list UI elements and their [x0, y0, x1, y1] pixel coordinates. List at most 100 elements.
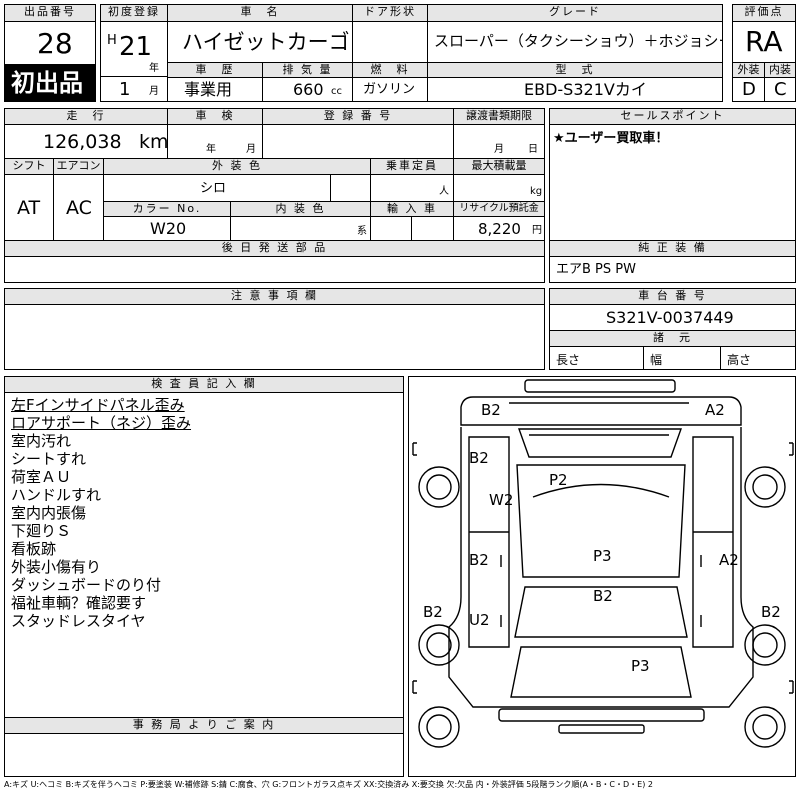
recycle-value: 8,220 [478, 220, 521, 238]
length-label: 長さ [556, 353, 581, 367]
score-label: 評価点 [732, 4, 796, 22]
inspector-note: 看板跡 [11, 540, 57, 558]
history-cell: 事業用 [167, 77, 263, 102]
color-cell: シロ [103, 174, 331, 202]
interior-color-unit: 系 [357, 226, 367, 237]
first-listing-text: 初出品 [11, 69, 83, 97]
door-type-cell [352, 21, 428, 63]
grade-label: グレード [427, 4, 723, 22]
displacement-label: 排 気 量 [262, 62, 353, 78]
transfer-cell: 月 日 [453, 124, 545, 159]
inspection-month-unit: 月 [246, 144, 256, 155]
lot-number-cell: 28 [4, 21, 96, 65]
exterior-grade-label: 外装 [732, 62, 765, 78]
office-cell [4, 733, 404, 777]
interior-color-cell: 系 [230, 216, 371, 241]
inspector-note: 荷室ＡＵ [11, 468, 72, 486]
inspector-note: スタッドレスタイヤ [11, 612, 146, 630]
later-parts-cell [4, 256, 545, 283]
car-name-label: 車 名 [167, 4, 353, 22]
interior-grade: C [774, 79, 787, 100]
height-cell: 高さ [720, 346, 796, 370]
damage-diagram: B2 A2 B2 P2 W2 B2 P3 A2 B2 B2 U2 B2 P3 [408, 376, 796, 777]
chassis-label: 車 台 番 号 [549, 288, 796, 305]
sales-point-text: ★ユーザー買取車！ [553, 131, 669, 146]
car-name: ハイゼットカーゴ [182, 30, 350, 54]
displacement-unit: cc [331, 86, 342, 97]
score-cell: RA [732, 21, 796, 63]
door-type-label: ドア形状 [352, 4, 428, 22]
color-extra-cell [330, 174, 371, 202]
inspector-note: ロアサポート（ネジ）歪み [11, 414, 192, 432]
shift-label: シフト [4, 158, 54, 175]
mileage-label: 走 行 [4, 108, 168, 125]
color-label: 外 装 色 [103, 158, 371, 175]
damage-left-door: B2 [469, 551, 489, 569]
import-cell-b [411, 216, 454, 241]
car-name-cell: ハイゼットカーゴ [167, 21, 353, 63]
inspection-cell: 年 月 [167, 124, 263, 159]
interior-grade-cell: C [764, 77, 796, 102]
office-label: 事 務 局 よ り ご 案 内 [4, 717, 404, 734]
ac-label: エアコン [53, 158, 104, 175]
registration-month-unit: 月 [149, 86, 159, 97]
first-listing-badge: 初出品 [4, 64, 96, 102]
exterior-grade: D [742, 79, 756, 100]
length-cell: 長さ [549, 346, 644, 370]
inspector-note: 左Fインサイドパネル歪み [11, 396, 185, 414]
fuel-value: ガソリン [363, 82, 416, 97]
equipment-text: エアB PS PW [556, 262, 636, 277]
inspection-label: 車 検 [167, 108, 263, 125]
car-outline-diagram [412, 379, 794, 748]
color-value: シロ [200, 181, 227, 196]
damage-right-door: A2 [719, 551, 739, 569]
caution-cell [4, 304, 545, 370]
import-cell-a [370, 216, 412, 241]
width-label: 幅 [650, 353, 663, 367]
sales-point-label: セールスポイント [549, 108, 796, 125]
damage-front-left: B2 [481, 401, 501, 419]
load-label: 最大積載量 [453, 158, 545, 175]
fuel-label: 燃 料 [352, 62, 428, 78]
interior-grade-label: 内装 [764, 62, 796, 78]
inspector-note: 下廻りＳ [11, 522, 72, 540]
history-value: 事業用 [184, 80, 233, 99]
load-unit: kg [530, 186, 543, 197]
exterior-grade-cell: D [732, 77, 765, 102]
plate-label: 登 録 番 号 [262, 108, 454, 125]
model-label: 型 式 [427, 62, 723, 78]
capacity-cell: 人 [370, 174, 454, 202]
displacement-value: 660 [293, 80, 324, 99]
transfer-month-unit: 月 [494, 144, 504, 155]
registration-year-unit: 年 [149, 63, 159, 74]
shift-cell: AT [4, 174, 54, 241]
recycle-label: リサイクル預託金 [453, 201, 545, 217]
inspector-note: シートすれ [11, 450, 87, 468]
color-no-label: カラー No. [103, 201, 231, 217]
transfer-label: 譲渡書類期限 [453, 108, 545, 125]
grade-cell: スローパー（タクシーショウ）＋ホジョシート [427, 21, 723, 63]
color-no-cell: W20 [103, 216, 231, 241]
inspector-note: 外装小傷有り [11, 558, 102, 576]
shift-value: AT [17, 197, 41, 219]
inspection-year-unit: 年 [206, 144, 216, 155]
damage-right-rear: B2 [761, 603, 781, 621]
dimensions-label: 諸 元 [549, 330, 796, 347]
equipment-cell: エアB PS PW [549, 256, 796, 283]
inspector-note: 室内内張傷 [11, 504, 87, 522]
mileage-cell: 126,038 km [4, 124, 168, 159]
damage-left-front-door: B2 [469, 449, 489, 467]
ac-value: AC [66, 197, 92, 219]
mileage-unit: km [139, 131, 168, 153]
damage-legend: A:キズ U:ヘコミ B:キズを伴うヘコミ P:要塗装 W:補修跡 S:錆 C:… [4, 780, 653, 789]
fuel-cell: ガソリン [352, 77, 428, 102]
damage-rear: P3 [631, 657, 650, 675]
sales-point-cell: ★ユーザー買取車！ [549, 124, 796, 241]
model-value: EBD-S321Vカイ [524, 80, 647, 99]
chassis-number: S321V-0037449 [606, 308, 734, 327]
interior-color-label: 内 装 色 [230, 201, 371, 217]
recycle-cell: 8,220 円 [453, 216, 545, 241]
first-registration-label: 初度登録 [100, 4, 168, 22]
equipment-label: 純 正 装 備 [549, 240, 796, 257]
damage-front-right: A2 [705, 401, 725, 419]
